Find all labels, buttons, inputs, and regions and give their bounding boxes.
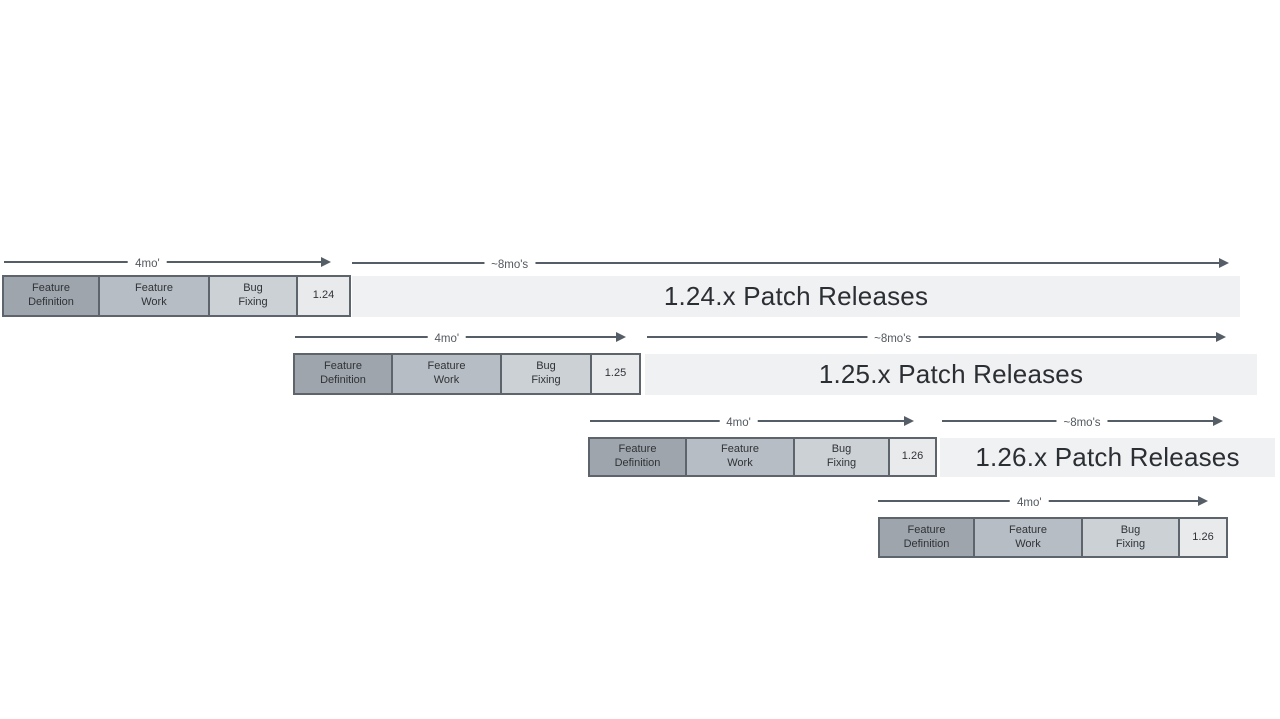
version-box: 1.24 [296, 275, 351, 317]
cycle-arrow-label: 4mo' [719, 415, 758, 431]
phase-feature-work: Feature Work [685, 437, 795, 477]
arrow-head-icon [904, 416, 914, 426]
version-box: 1.25 [590, 353, 641, 395]
arrow-head-icon [616, 332, 626, 342]
phase-feature-work: Feature Work [98, 275, 210, 317]
arrow-head-icon [1213, 416, 1223, 426]
phase-feature-work: Feature Work [973, 517, 1083, 558]
patch-releases-bar: 1.26.x Patch Releases [940, 438, 1275, 477]
patch-releases-bar: 1.25.x Patch Releases [645, 354, 1257, 395]
arrow-head-icon [1216, 332, 1226, 342]
patch-arrow-label: ~8mo's [1056, 415, 1108, 431]
phase-feature-definition: Feature Definition [293, 353, 393, 395]
phase-bug-fixing: Bug Fixing [500, 353, 592, 395]
phase-feature-definition: Feature Definition [878, 517, 975, 558]
phase-feature-work: Feature Work [391, 353, 502, 395]
patch-releases-bar: 1.24.x Patch Releases [352, 276, 1240, 317]
cycle-arrow-label: 4mo' [427, 331, 467, 347]
cycle-arrow: 4mo' [4, 256, 331, 275]
arrow-line [352, 262, 1221, 264]
phase-bug-fixing: Bug Fixing [1081, 517, 1180, 558]
phase-feature-definition: Feature Definition [588, 437, 687, 477]
patch-arrow: ~8mo's [647, 331, 1226, 350]
arrow-head-icon [1198, 496, 1208, 506]
arrow-head-icon [321, 257, 331, 267]
phase-bug-fixing: Bug Fixing [208, 275, 298, 317]
patch-arrow-label: ~8mo's [484, 257, 536, 273]
cycle-arrow: 4mo' [590, 415, 914, 434]
cycle-arrow: 4mo' [295, 331, 626, 350]
version-box: 1.26 [888, 437, 937, 477]
version-box: 1.26 [1178, 517, 1228, 558]
arrow-head-icon [1219, 258, 1229, 268]
phase-feature-definition: Feature Definition [2, 275, 100, 317]
phase-bug-fixing: Bug Fixing [793, 437, 890, 477]
patch-arrow: ~8mo's [942, 415, 1223, 434]
arrow-line [647, 336, 1218, 338]
patch-arrow-label: ~8mo's [867, 331, 919, 347]
patch-arrow: ~8mo's [352, 257, 1229, 276]
cycle-arrow-label: 4mo' [1010, 495, 1049, 511]
cycle-arrow: 4mo' [878, 495, 1208, 514]
cycle-arrow-label: 4mo' [128, 256, 167, 272]
